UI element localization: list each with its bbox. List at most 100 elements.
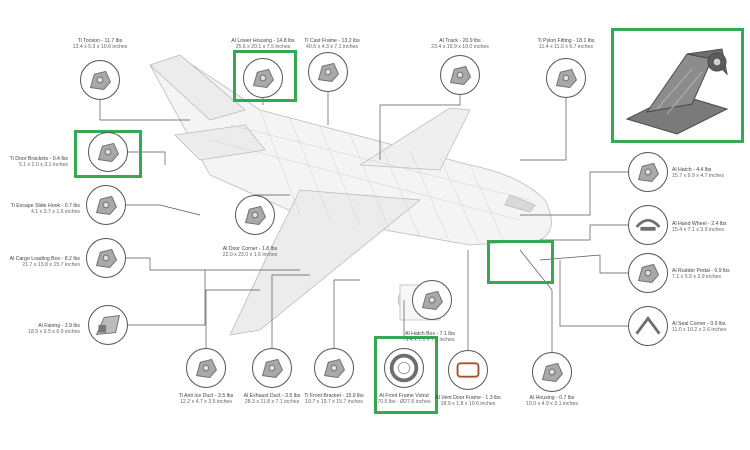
- highlight-box-front-frame: [374, 336, 438, 414]
- part-thumbnail-al-hatch: [628, 152, 668, 192]
- part-dimensions: 5.1 x 2.0 x 3.1 inches: [18, 162, 68, 169]
- door-brackets-icon: [89, 133, 127, 171]
- part-dimensions: 19.7 x 19.7 x 15.7 inches: [305, 399, 363, 406]
- part-dimensions: 25.6 x 20.1 x 7.5 inches: [235, 44, 291, 51]
- part-dimensions: 21.7 x 13.8 x 15.7 inches: [22, 262, 80, 269]
- part-dimensions: 18.9 x 1.8 x 10.6 inches: [440, 401, 496, 408]
- part-name: Al Fairing - 2.9 lbs: [38, 323, 80, 329]
- exhaust-duct-icon: [253, 349, 291, 387]
- part-thumbnail-ti-pylon-fitting: [546, 58, 586, 98]
- part-name: Al Rudder Pedal - 0.9 lbs: [672, 268, 730, 274]
- part-name: Ti Anti Ice Duct - 3.5 lbs: [178, 393, 234, 399]
- part-dimensions: 15.4 x 7.1 x 3.9 inches: [672, 227, 724, 234]
- front-bracket-icon: [315, 349, 353, 387]
- part-name: Al Cargo Loading Box - 8.2 lbs: [9, 256, 80, 262]
- torsion-bracket-icon: [81, 61, 119, 99]
- part-dimensions: 12.2 x 4.7 x 3.5 inches: [180, 399, 232, 406]
- part-thumbnail-al-front-frame-v: [384, 348, 424, 388]
- part-dimensions: 7.1 x 5.9 x 3.9 inches: [672, 274, 722, 281]
- part-name: Al Hatch Box - 7.1 lbs: [405, 331, 455, 337]
- door-corner-icon: [236, 196, 274, 234]
- seal-corner-icon: [629, 307, 667, 345]
- part-name: Al Hatch - 4.4 lbs: [672, 167, 712, 173]
- cargo-loading-box-icon: [87, 239, 125, 277]
- part-name: Al Door Corner - 1.8 lbs: [222, 246, 278, 252]
- housing-icon: [533, 353, 571, 391]
- part-name: Al Housing - 0.7 lbs: [529, 395, 575, 401]
- part-thumbnail-al-door-corner: [235, 195, 275, 235]
- part-dimensions: 23.4 x 19.9 x 10.0 inches: [431, 44, 489, 51]
- part-name: Ti Pylon Fitting - 18.1 lbs: [537, 38, 595, 44]
- hand-wheel-icon: [629, 206, 667, 244]
- part-thumbnail-ti-front-bracket: [314, 348, 354, 388]
- part-dimensions: 11.0 x 10.2 x 2.6 inches: [672, 327, 727, 334]
- lower-housing-icon: [244, 59, 282, 97]
- part-thumbnail-al-exhaust-duct: [252, 348, 292, 388]
- part-name: Ti Front Bracket - 15.9 lbs: [304, 393, 364, 399]
- part-thumbnail-ti-anti-ice-duct: [186, 348, 226, 388]
- part-thumbnail-al-vent-door-frame: [448, 350, 488, 390]
- part-dimensions: 10.0 x 4.9 x 3.1 inches: [526, 401, 578, 408]
- part-thumbnail-al-hatch-box: [412, 280, 452, 320]
- anti-ice-duct-icon: [187, 349, 225, 387]
- part-thumbnail-al-seal-corner: [628, 306, 668, 346]
- part-name: Al Hand Wheel - 2.4 lbs: [672, 221, 727, 227]
- part-name: Ti Escape Slide Hook - 0.7 lbs: [10, 203, 80, 209]
- part-dimensions: 22.0 x 23.0 x 1.6 inches: [222, 252, 278, 259]
- highlight-box-lower-housing: [233, 50, 297, 102]
- part-dimensions: 28.3 x 11.8 x 7.1 inches: [244, 399, 300, 406]
- vent-door-frame-icon: [449, 351, 487, 389]
- part-thumbnail-al-cargo-loading-box: [86, 238, 126, 278]
- part-dimensions: 40.6 x 4.3 x 7.1 inches: [306, 44, 358, 51]
- part-thumbnail-al-fairing: [88, 305, 128, 345]
- part-thumbnail-ti-cast-frame: [308, 52, 348, 92]
- rudder-pedal-icon: [629, 254, 667, 292]
- part-name: Ti Door Brackets - 0.4 lbs: [9, 156, 68, 162]
- part-thumbnail-ti-escape-slide-hook: [86, 185, 126, 225]
- escape-slide-hook-icon: [87, 186, 125, 224]
- part-name: Ti Cast Frame - 13.2 lbs: [304, 38, 360, 44]
- part-thumbnail-al-rudder-pedal: [628, 253, 668, 293]
- pylon-fitting-icon: [547, 59, 585, 97]
- part-name: Ti Torsion - 11.7 lbs: [77, 38, 123, 44]
- highlight-box-door-brackets: [74, 130, 142, 178]
- part-name: Al Track - 20.9 lbs: [439, 38, 481, 44]
- part-thumbnail-ti-torsion: [80, 60, 120, 100]
- part-thumbnail-al-hand-wheel: [628, 205, 668, 245]
- part-dimensions: 11.4 x 11.0 x 6.7 inches: [538, 44, 594, 51]
- part-dimensions: 15.7 x 9.9 x 4.7 inches: [672, 173, 724, 180]
- part-name: Al Front Frame Vstrut: [379, 393, 429, 399]
- part-dimensions: 70.5 lbs - Ø27.6 inches: [377, 399, 431, 406]
- highlight-box-pylon-location: [487, 240, 554, 284]
- fairing-icon: [89, 306, 127, 344]
- part-name: Al Exhaust Duct - 3.5 lbs: [243, 393, 301, 399]
- pylon-fitting-render: [625, 48, 729, 135]
- hatch-box-icon: [413, 281, 451, 319]
- part-name: Al Lower Housing - 14.8 lbs: [231, 38, 295, 44]
- part-dimensions: 4.1 x 3.7 x 1.6 inches: [30, 209, 80, 216]
- part-thumbnail-al-lower-housing: [243, 58, 283, 98]
- track-icon: [441, 56, 479, 94]
- hatch-icon: [629, 153, 667, 191]
- part-thumbnail-ti-door-brackets: [88, 132, 128, 172]
- front-frame-ring-icon: [385, 349, 423, 387]
- cast-frame-icon: [309, 53, 347, 91]
